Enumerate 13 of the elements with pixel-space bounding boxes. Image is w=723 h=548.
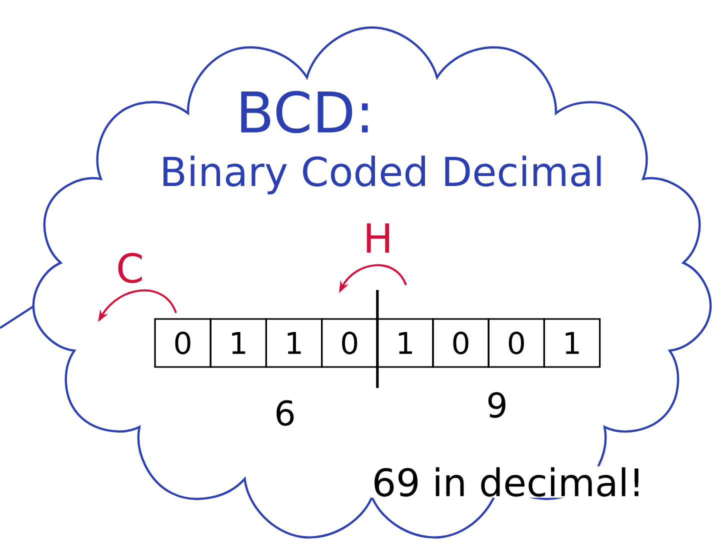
bit-cell: 0 (432, 318, 490, 368)
digit-label: 9 (485, 391, 509, 419)
bit-cell: 1 (265, 318, 323, 368)
register-label: C (115, 252, 145, 284)
bit-cell: 0 (154, 318, 212, 368)
digit-label: 6 (273, 399, 297, 427)
bit-cell: 0 (321, 318, 378, 368)
bit-cell: 0 (488, 318, 545, 368)
bit-cell: 1 (210, 318, 267, 368)
result-label: 69 in decimal! (370, 466, 646, 498)
bit-cell: 1 (543, 318, 601, 368)
register-label: H (362, 222, 394, 254)
bit-cell: 1 (376, 318, 434, 368)
